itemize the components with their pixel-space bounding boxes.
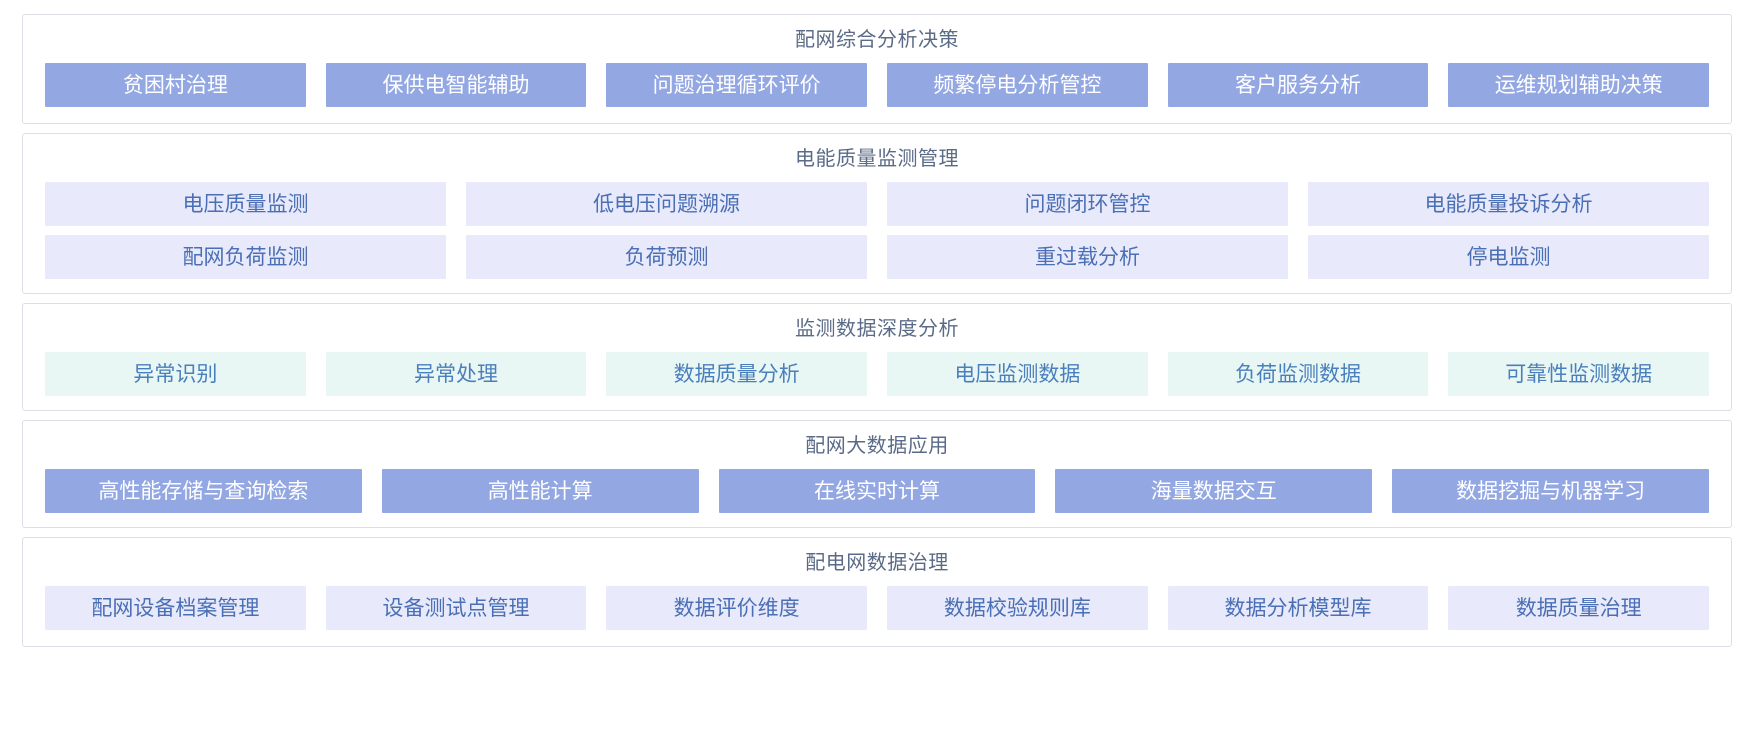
panel-title: 配网大数据应用 (805, 435, 949, 457)
module-button[interactable]: 可靠性监测数据 (1448, 352, 1710, 396)
module-button[interactable]: 电能质量投诉分析 (1308, 182, 1709, 226)
module-button[interactable]: 高性能存储与查询检索 (45, 469, 362, 513)
panel-row: 贫困村治理 保供电智能辅助 问题治理循环评价 频繁停电分析管控 客户服务分析 运… (45, 63, 1710, 107)
module-button[interactable]: 异常识别 (45, 352, 306, 396)
module-button[interactable]: 设备测试点管理 (325, 586, 587, 630)
panel-distribution-network-big-data-application: 配网大数据应用 高性能存储与查询检索 高性能计算 在线实时计算 海量数据交互 数… (22, 420, 1732, 528)
module-button[interactable]: 高性能计算 (381, 469, 699, 513)
module-button[interactable]: 数据评价维度 (606, 586, 868, 630)
module-button[interactable]: 频繁停电分析管控 (887, 63, 1148, 107)
module-button[interactable]: 数据挖掘与机器学习 (1392, 469, 1709, 513)
module-button[interactable]: 重过载分析 (887, 235, 1288, 279)
module-button[interactable]: 客户服务分析 (1167, 63, 1429, 107)
module-button[interactable]: 数据校验规则库 (887, 586, 1148, 630)
panel-title: 配电网数据治理 (805, 552, 949, 574)
module-button[interactable]: 数据分析模型库 (1167, 586, 1429, 630)
module-button[interactable]: 数据质量分析 (606, 352, 868, 396)
panel-row: 配网设备档案管理 设备测试点管理 数据评价维度 数据校验规则库 数据分析模型库 … (45, 586, 1710, 630)
module-button[interactable]: 异常处理 (325, 352, 587, 396)
panel-power-quality-monitoring-management: 电能质量监测管理 电压质量监测 低电压问题溯源 问题闭环管控 电能质量投诉分析 … (22, 133, 1732, 294)
module-button[interactable]: 保供电智能辅助 (325, 63, 587, 107)
module-button[interactable]: 海量数据交互 (1055, 469, 1373, 513)
module-button[interactable]: 停电监测 (1308, 235, 1709, 279)
panel-monitoring-data-deep-analysis: 监测数据深度分析 异常识别 异常处理 数据质量分析 电压监测数据 负荷监测数据 … (22, 303, 1732, 411)
panel-title: 配网综合分析决策 (795, 29, 959, 51)
module-button[interactable]: 配网设备档案管理 (45, 586, 306, 630)
module-button[interactable]: 负荷预测 (466, 235, 867, 279)
module-button[interactable]: 运维规划辅助决策 (1448, 63, 1710, 107)
panel-row: 电压质量监测 低电压问题溯源 问题闭环管控 电能质量投诉分析 (45, 182, 1709, 226)
panel-title: 监测数据深度分析 (795, 318, 959, 340)
panel-row: 配网负荷监测 负荷预测 重过载分析 停电监测 (45, 235, 1709, 279)
module-button[interactable]: 配网负荷监测 (45, 235, 446, 279)
module-button[interactable]: 电压质量监测 (45, 182, 446, 226)
module-button[interactable]: 低电压问题溯源 (466, 182, 867, 226)
module-button[interactable]: 贫困村治理 (45, 63, 306, 107)
module-button[interactable]: 在线实时计算 (718, 469, 1036, 513)
module-button[interactable]: 数据质量治理 (1448, 586, 1710, 630)
module-button[interactable]: 电压监测数据 (887, 352, 1148, 396)
panel-comprehensive-analysis-decision: 配网综合分析决策 贫困村治理 保供电智能辅助 问题治理循环评价 频繁停电分析管控… (22, 14, 1732, 124)
panel-distribution-network-data-governance: 配电网数据治理 配网设备档案管理 设备测试点管理 数据评价维度 数据校验规则库 … (22, 537, 1732, 647)
module-button[interactable]: 问题治理循环评价 (606, 63, 868, 107)
panel-row: 高性能存储与查询检索 高性能计算 在线实时计算 海量数据交互 数据挖掘与机器学习 (45, 469, 1709, 513)
panel-row: 异常识别 异常处理 数据质量分析 电压监测数据 负荷监测数据 可靠性监测数据 (45, 352, 1710, 396)
panel-title: 电能质量监测管理 (795, 148, 959, 170)
module-button[interactable]: 负荷监测数据 (1167, 352, 1429, 396)
module-button[interactable]: 问题闭环管控 (887, 182, 1288, 226)
